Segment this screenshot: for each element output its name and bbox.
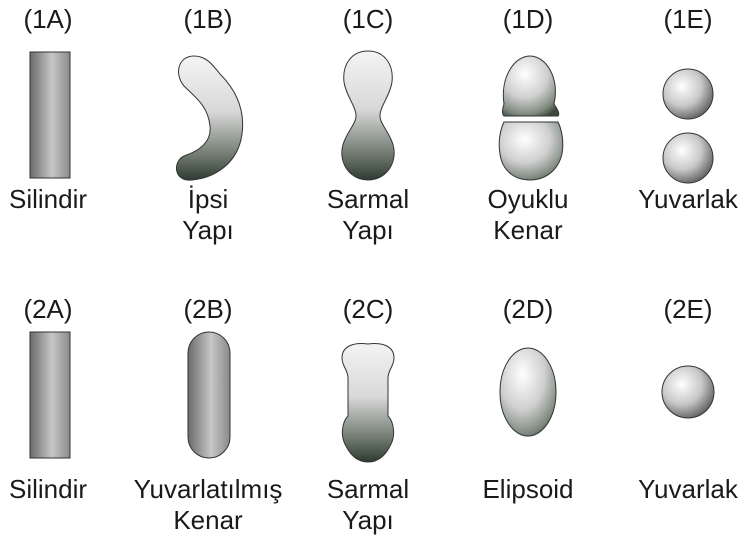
shape-code: (2C) — [343, 294, 394, 324]
shape-code: (1C) — [343, 4, 394, 34]
shape-code: (1B) — [183, 4, 232, 34]
curved-rod-shape — [134, 34, 282, 184]
shape-code: (2D) — [503, 294, 554, 324]
shape-2d: (2D) Elipsoid — [454, 294, 602, 505]
cylinder-shape — [0, 324, 122, 474]
shape-name: İpsi Yapı — [182, 184, 234, 246]
shape-name: Silindir — [9, 184, 87, 215]
shape-name: Yuvarlak — [638, 474, 738, 505]
shape-2b: (2B) Yuvarlatılmış Kenar — [134, 294, 282, 536]
shape-name: Oyuklu Kenar — [488, 184, 569, 246]
shape-code: (1A) — [23, 4, 72, 34]
shape-1a: (1A) Silindir — [0, 4, 122, 215]
shape-2c: (2C) Sarmal Yapı — [294, 294, 442, 536]
shape-name: Sarmal Yapı — [327, 184, 409, 246]
shape-code: (2B) — [183, 294, 232, 324]
necked-rod-shape — [294, 324, 442, 474]
shape-2a: (2A) Silindir — [0, 294, 122, 505]
shape-name: Yuvarlatılmış Kenar — [134, 474, 283, 536]
sphere-shape — [614, 324, 744, 474]
rounded-rod-shape — [134, 324, 282, 474]
shape-name: Elipsoid — [482, 474, 573, 505]
shape-code: (1E) — [663, 4, 712, 34]
shape-name: Sarmal Yapı — [327, 474, 409, 536]
constricted-rod-shape — [294, 34, 442, 184]
shape-1b: (1B) İpsi Yapı — [134, 4, 282, 246]
shape-code: (2A) — [23, 294, 72, 324]
shape-name: Yuvarlak — [638, 184, 738, 215]
shape-2e: (2E) Yuvarlak — [614, 294, 744, 505]
split-domes-shape — [454, 34, 602, 184]
shape-1e: (1E) Yuvarlak — [614, 4, 744, 215]
two-spheres-shape — [614, 34, 744, 184]
shape-1c: (1C) Sarmal Yapı — [294, 4, 442, 246]
shape-code: (2E) — [663, 294, 712, 324]
shape-code: (1D) — [503, 4, 554, 34]
shape-name: Silindir — [9, 474, 87, 505]
shape-1d: (1D) Oyuklu Kenar — [454, 4, 602, 246]
cylinder-shape — [0, 34, 122, 184]
ellipsoid-shape — [454, 324, 602, 474]
